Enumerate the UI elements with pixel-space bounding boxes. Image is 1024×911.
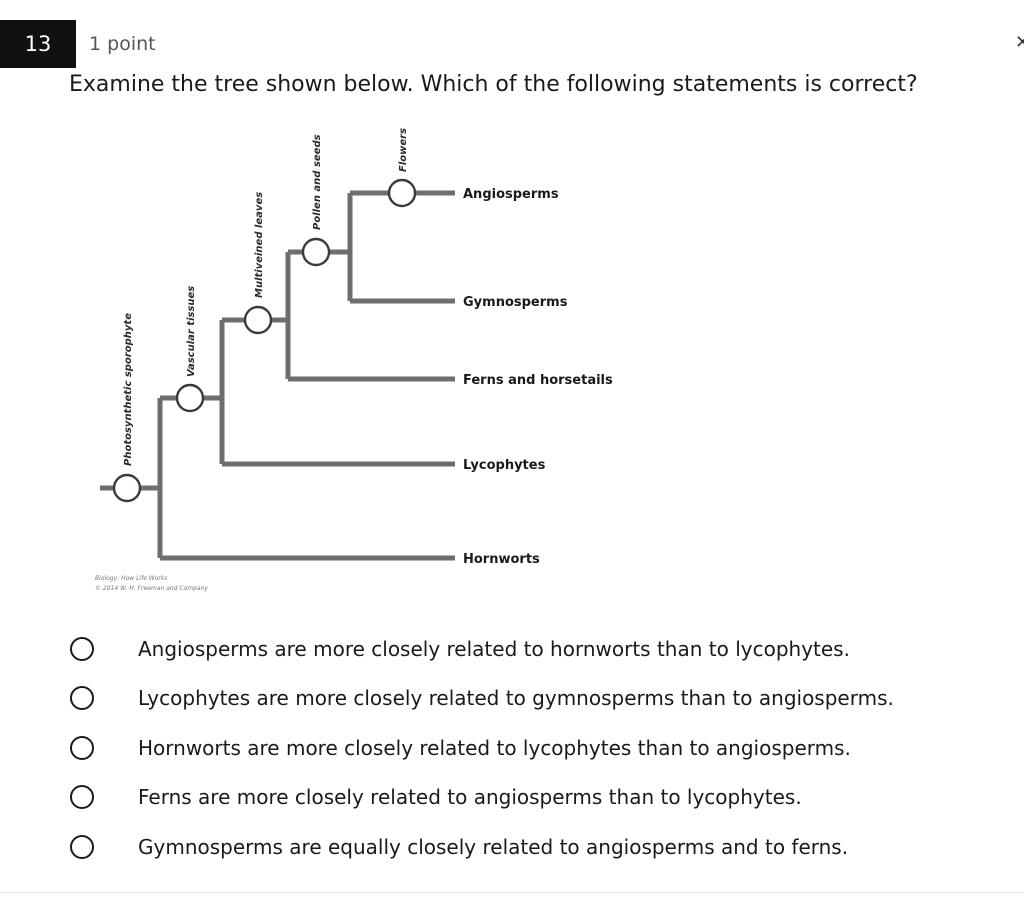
answer-option-label: Lycophytes are more closely related to g… bbox=[138, 686, 894, 711]
answer-option-label: Ferns are more closely related to angios… bbox=[138, 785, 802, 810]
answer-option-3[interactable]: Hornworts are more closely related to ly… bbox=[70, 723, 894, 773]
trait-node-pollen-and-seeds bbox=[301, 237, 331, 267]
radio-button[interactable] bbox=[70, 834, 94, 859]
figure-credit-line-2: © 2014 W. H. Freeman and Company bbox=[95, 585, 208, 592]
phylogenetic-tree: Angiosperms Gymnosperms Ferns and horset… bbox=[95, 128, 613, 592]
trait-label-flowers: Flowers bbox=[398, 128, 409, 172]
section-divider bbox=[0, 892, 1024, 893]
taxon-label-gymnosperms: Gymnosperms bbox=[463, 295, 568, 310]
trait-label-vascular-tissues: Vascular tissues bbox=[186, 286, 197, 377]
trait-nodes bbox=[112, 178, 417, 503]
question-number-badge: 13 bbox=[0, 20, 76, 68]
answer-option-label: Gymnosperms are equally closely related … bbox=[138, 834, 849, 859]
close-icon[interactable]: ✕ bbox=[1015, 32, 1024, 53]
radio-button[interactable] bbox=[70, 636, 94, 661]
trait-label-pollen-and-seeds: Pollen and seeds bbox=[312, 134, 323, 230]
trait-node-photosynthetic-sporophyte bbox=[112, 473, 142, 503]
trait-label-multiveined-leaves: Multiveined leaves bbox=[254, 192, 265, 298]
radio-button[interactable] bbox=[70, 686, 94, 711]
trait-node-multiveined-leaves bbox=[243, 305, 273, 335]
tree-branches bbox=[100, 190, 455, 561]
radio-button[interactable] bbox=[70, 735, 94, 760]
question-points: 1 point bbox=[89, 33, 156, 55]
answer-option-label: Hornworts are more closely related to ly… bbox=[138, 735, 851, 760]
taxon-label-ferns-and-horsetails: Ferns and horsetails bbox=[463, 373, 613, 388]
radio-button[interactable] bbox=[70, 785, 94, 810]
taxon-label-hornworts: Hornworts bbox=[463, 552, 540, 567]
question-prompt: Examine the tree shown below. Which of t… bbox=[69, 72, 918, 97]
taxon-label-angiosperms: Angiosperms bbox=[463, 187, 559, 202]
trait-node-vascular-tissues bbox=[175, 383, 205, 413]
answer-option-4[interactable]: Ferns are more closely related to angios… bbox=[70, 773, 894, 823]
answer-option-label: Angiosperms are more closely related to … bbox=[138, 636, 850, 661]
answer-option-5[interactable]: Gymnosperms are equally closely related … bbox=[70, 822, 894, 872]
figure-credit-line-1: Biology: How Life Works bbox=[95, 575, 167, 582]
trait-node-flowers bbox=[387, 178, 417, 208]
trait-label-photosynthetic-sporophyte: Photosynthetic sporophyte bbox=[123, 313, 134, 466]
taxon-label-lycophytes: Lycophytes bbox=[463, 458, 546, 473]
answer-options: Angiosperms are more closely related to … bbox=[70, 624, 894, 872]
answer-option-1[interactable]: Angiosperms are more closely related to … bbox=[70, 624, 894, 674]
answer-option-2[interactable]: Lycophytes are more closely related to g… bbox=[70, 674, 894, 724]
